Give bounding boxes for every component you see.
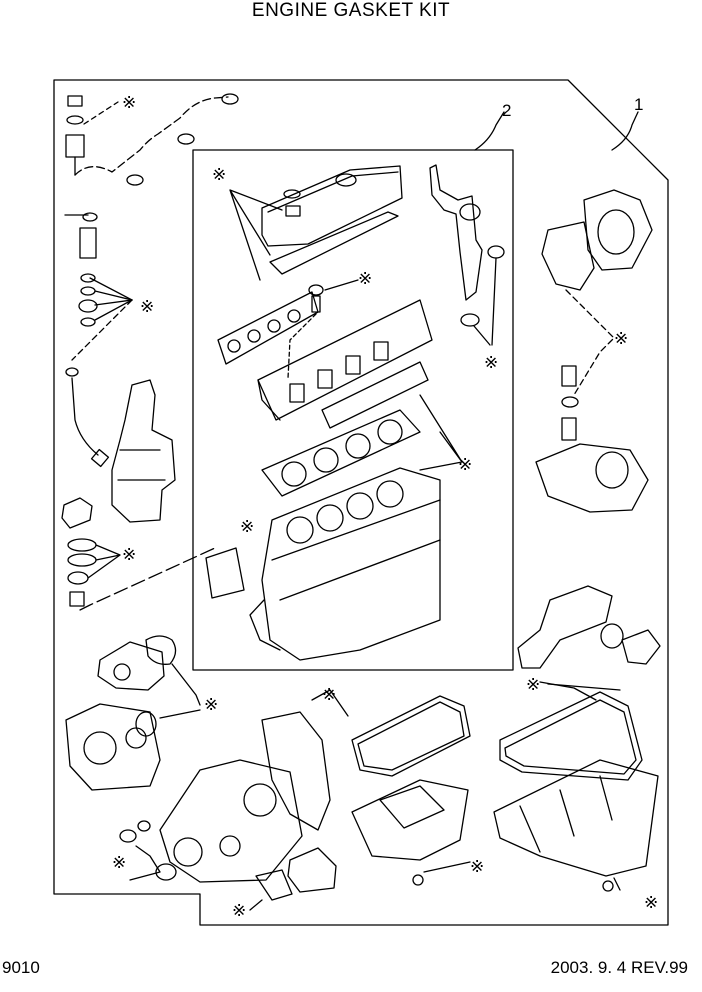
valve-cover-gasket bbox=[269, 211, 399, 275]
callout-2-leader bbox=[474, 111, 505, 151]
oil-pan-center bbox=[351, 779, 469, 861]
kit-marker: ※ bbox=[526, 675, 540, 694]
thermostat-parts bbox=[61, 497, 216, 611]
fuel-injector bbox=[429, 164, 483, 301]
page-number: 9010 bbox=[2, 958, 40, 977]
page-title: ENGINE GASKET KIT bbox=[251, 0, 451, 21]
head-kit-frame bbox=[192, 149, 514, 671]
kit-marker: ※ bbox=[470, 857, 484, 876]
water-outlet-housing bbox=[583, 189, 653, 271]
kit-boundary-outline bbox=[53, 79, 669, 926]
injection-pipe-group bbox=[64, 93, 239, 468]
callout-1-leader bbox=[611, 111, 639, 151]
coolant-pipe bbox=[517, 585, 613, 669]
kit-marker: ※ bbox=[122, 93, 136, 112]
front-plate-gasket bbox=[205, 547, 245, 599]
valve-cover bbox=[261, 165, 403, 247]
kit-marker: ※ bbox=[322, 685, 336, 704]
kit-marker: ※ bbox=[358, 269, 372, 288]
callout-1-label: 1 bbox=[634, 95, 643, 114]
callout-2-label: 2 bbox=[502, 101, 511, 120]
water-pump bbox=[97, 641, 165, 691]
water-outlet-gasket bbox=[541, 221, 595, 291]
oil-pan-gasket-right bbox=[499, 691, 643, 781]
cylinder-head bbox=[257, 299, 433, 421]
oil-pan-gasket-center bbox=[351, 695, 471, 777]
cover-plate bbox=[287, 847, 337, 893]
kit-marker: ※ bbox=[140, 297, 154, 316]
oil-pan-right bbox=[493, 759, 659, 877]
manifold-gasket-lower bbox=[321, 361, 429, 429]
timing-cover bbox=[65, 703, 161, 791]
cylinder-head-gasket bbox=[261, 409, 421, 497]
kit-marker: ※ bbox=[212, 165, 226, 184]
front-cover-gasket bbox=[261, 711, 331, 831]
cover-plate-gasket bbox=[255, 869, 293, 901]
kit-marker: ※ bbox=[614, 329, 628, 348]
kit-marker: ※ bbox=[644, 893, 658, 912]
kit-marker: ※ bbox=[122, 545, 136, 564]
thermostat-housing bbox=[535, 443, 649, 513]
engine-block bbox=[261, 467, 441, 661]
pump-housing bbox=[111, 379, 176, 523]
kit-marker: ※ bbox=[458, 455, 472, 474]
kit-marker: ※ bbox=[484, 353, 498, 372]
revision-date: 2003. 9. 4 REV.99 bbox=[550, 958, 688, 977]
kit-marker: ※ bbox=[232, 901, 246, 920]
kit-marker: ※ bbox=[240, 517, 254, 536]
gear-case bbox=[159, 759, 303, 883]
kit-marker: ※ bbox=[204, 695, 218, 714]
water-pump-gasket bbox=[145, 635, 177, 665]
kit-marker: ※ bbox=[112, 853, 126, 872]
